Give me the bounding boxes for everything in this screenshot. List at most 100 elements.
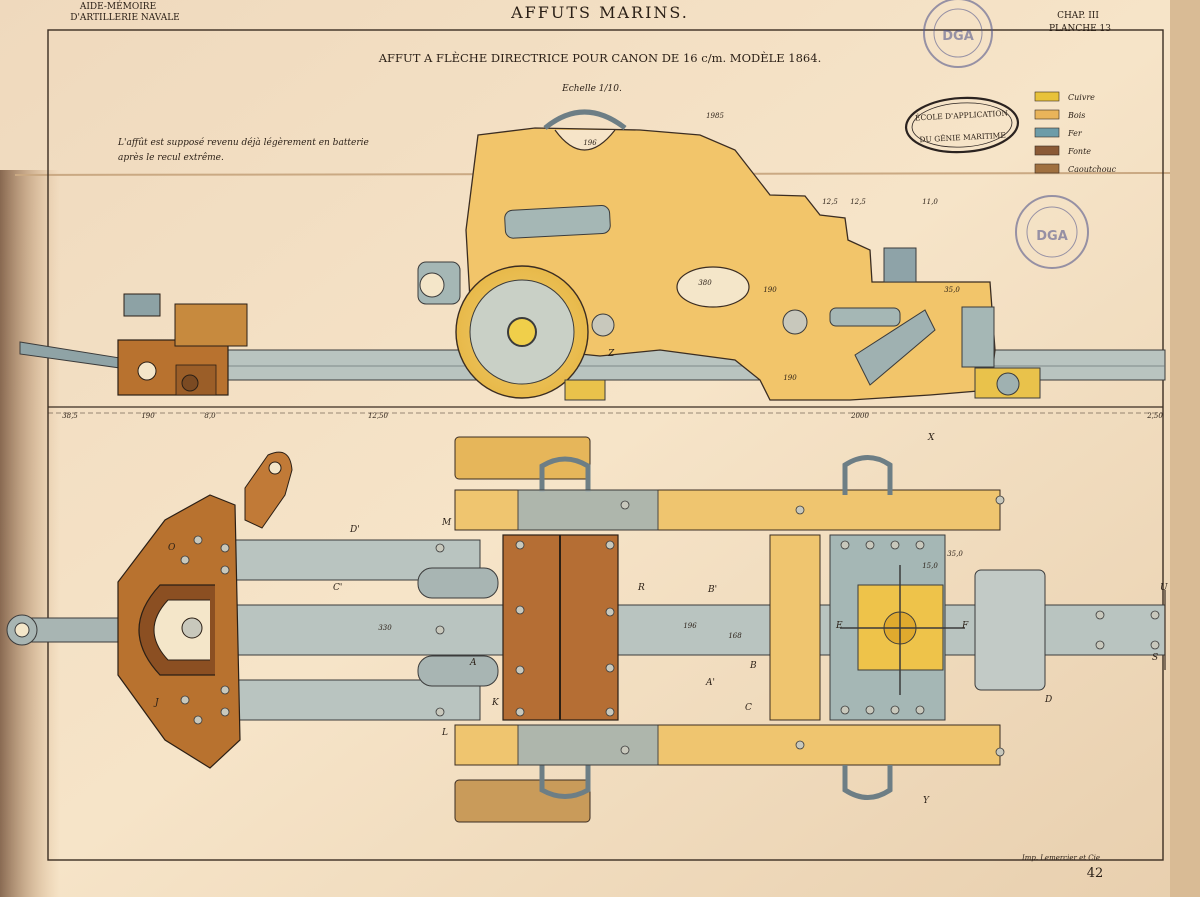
bolt-icon [220,565,230,575]
header-left-line2: D'ARTILLERIE NAVALE [70,13,180,23]
printer-credit: Imp. Lemercier et Cie [1021,854,1100,862]
page-number: 42 [1087,866,1104,881]
dimension-label: 12,5 [850,198,866,206]
bolt-icon [220,707,230,717]
bolt-icon [180,695,190,705]
rear-block [117,293,248,396]
legend-label: Caoutchouc [1068,165,1117,174]
section-letter: D [1044,695,1052,705]
bolt-icon [1150,610,1160,620]
section-letter: A' [705,678,715,688]
bolt-head [782,309,808,335]
legend-swatch [1034,145,1060,156]
dimension-label: 2000 [850,412,869,420]
dga-stamp-top-text: DGA [942,29,974,44]
dimension-label: 15,0 [922,562,938,570]
bolt-icon [840,705,850,715]
bolt-icon [605,663,615,673]
dimension-label: 1985 [706,112,724,120]
bolt-icon [220,685,230,695]
section-letter: B [749,661,757,671]
bolt-icon [890,540,900,550]
strap-upper [517,489,659,531]
dimension-label: 196 [583,139,597,147]
bolt-icon [515,540,525,550]
bolt-icon [995,747,1005,757]
capsquare [543,109,627,130]
dimension-label: 190 [783,374,797,382]
bolt-icon [795,740,805,750]
bolt-icon [435,707,445,717]
header-left-line1: AIDE-MÉMOIRE [79,0,156,12]
bolt-icon [605,540,615,550]
legend-label: Fonte [1067,147,1091,156]
section-letter: J [153,698,160,708]
truck-lower [454,779,591,823]
dimension-label: 8,0 [204,412,216,420]
dimension-label: 12,5 [822,198,838,206]
detail-link-hole [268,461,282,475]
bolt-icon [193,715,203,725]
legend-swatch [1034,127,1060,138]
bolt-icon [1095,640,1105,650]
legend-label: Bois [1067,111,1085,120]
wheel-chock [564,379,606,401]
sight-slot [676,266,750,308]
dimension-label: 2,50 [1146,412,1163,420]
section-letter: B' [707,585,717,595]
bolt-icon [435,543,445,553]
strap-lower [517,724,659,766]
dimension-label: 35,0 [944,286,960,294]
bolt-icon [435,625,445,635]
plan-bolts [180,495,1160,757]
plate-subtitle: AFFUT A FLÈCHE DIRECTRICE POUR CANON DE … [378,51,821,65]
section-letter: L [441,728,448,738]
section-letter: C' [333,583,342,593]
u-handle-truck-bottom [539,765,591,799]
legend-label: Fer [1067,129,1083,138]
dimension-label: 12,50 [368,412,389,420]
front-buffer-box [974,569,1046,691]
dimension-label: 168 [728,632,742,640]
dga-stamp-mid: DGA [1015,195,1089,269]
section-letter: O [168,543,176,553]
eye-bolt [419,272,445,298]
section-letter: K [491,698,500,708]
section-letter: X [927,433,935,443]
bolt-icon [220,543,230,553]
section-letter: S [1152,653,1158,663]
paper-right-edge [1170,0,1200,897]
bolt-icon [515,665,525,675]
header-right-line1: CHAP. III [1057,11,1099,21]
bolt-icon [620,500,630,510]
fork-pivot-bolt [181,617,203,639]
dimension-label: 38,5 [62,412,78,420]
note-line2: après le recul extrême. [118,152,224,163]
bolt-icon [1095,610,1105,620]
section-letter: M [441,518,452,528]
section-letter: A [469,658,477,668]
section-letter: Y [923,796,930,806]
header-right-line2: PLANCHE 13 [1049,24,1111,34]
dimension-label: 190 [763,286,777,294]
scale-label: Echelle 1/10. [561,84,622,94]
cheek-iron-plate [504,205,611,239]
link-eye-upper [417,567,499,599]
legend-swatch [1034,91,1060,102]
truck-wheel-hub [507,317,537,347]
section-letter: E [835,621,843,631]
bolt-icon [1150,640,1160,650]
bolt-head [591,313,615,337]
bolt-icon [865,705,875,715]
note-line1: L'affût est supposé revenu déjà légèreme… [117,137,369,148]
header-title: AFFUTS MARINS. [510,3,689,22]
bolt-icon [915,540,925,550]
plan-trail-eye-hole [14,622,30,638]
dga-stamp-top: DGA [923,0,993,68]
u-handle-bottom [842,765,893,800]
bolt-icon [890,705,900,715]
plate-frame [47,29,1164,861]
cheek-iron-plate-2 [829,307,901,327]
